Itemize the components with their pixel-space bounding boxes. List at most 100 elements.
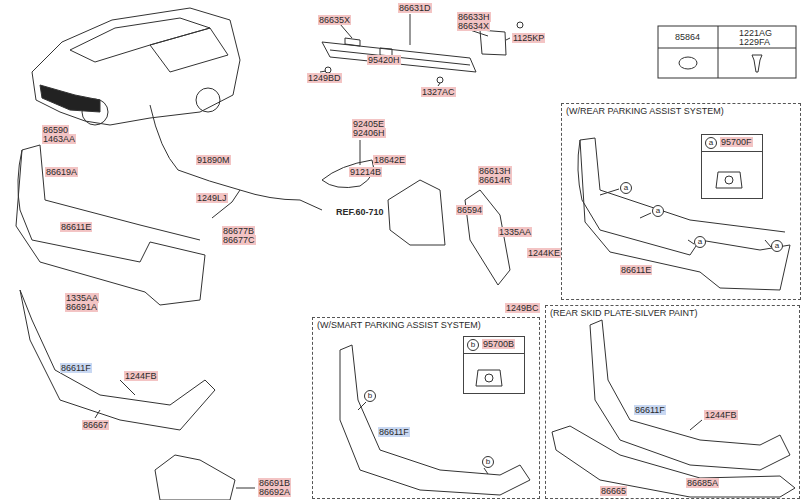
table-frame [658,26,796,78]
callout-number: 86665 [600,486,627,496]
callout-number: 86594 [456,205,483,215]
option-panel: (W/SMART PARKING ASSIST SYSTEM)b95700B [312,317,540,499]
reference-letter: a [705,137,717,149]
bumper-edge [580,138,785,232]
table [658,26,796,78]
box-header: b95700B [464,337,524,354]
callout-number: 1244KE [527,248,561,258]
lower-cover [20,290,215,430]
sensor-symbol [716,172,742,188]
car-body [32,8,240,125]
callout-number: 1229FA [738,37,771,47]
callout-number: 86667 [82,420,109,430]
callout-number: 1335AA [498,227,532,237]
callout-number: 86685A [686,478,719,488]
rear-beam [322,42,476,72]
callout-number: 1249BC [505,303,540,313]
leader-line [236,488,255,489]
callout-number: 91214B [349,167,382,177]
leader-line [320,71,326,72]
part-box: b95700B [463,336,525,394]
callout-number: 86611E [60,222,92,232]
car-window [150,28,228,72]
callout-number: 1244FB [124,371,158,381]
bumper-cover [16,150,205,305]
panel-heading: (REAR SKID PLATE-SILVER PAINT) [550,308,698,319]
car-wheel [196,88,220,112]
reference-letter: b [482,456,494,468]
leader-line [438,83,440,86]
callout-number: 1125KP [512,33,545,43]
leader-line [410,14,411,45]
table-rule [718,26,719,78]
callout-number: 86611E [620,265,652,275]
callout-number: 86611F [378,427,410,437]
reference-letter: a [694,236,706,248]
option-panel: (REAR SKID PLATE-SILVER PAINT) [545,305,800,499]
beam-rib [330,50,470,65]
leader-line [120,380,135,395]
leader-line [484,468,488,474]
callout-number: 95700F [720,137,753,147]
callout-number: 91890M [196,155,231,165]
plug-symbol [679,57,697,69]
panel-heading: (W/SMART PARKING ASSIST SYSTEM) [317,320,481,331]
leader-line [690,420,702,430]
callout-number: 1249LJ [196,193,228,203]
panel-heading: (W/REAR PARKING ASSIST SYSTEM) [566,106,724,117]
callout-number: 86619A [45,167,78,177]
leader-line [506,38,510,40]
lower-cover [590,320,790,470]
callout-number: 86631D [398,3,432,13]
lower-cover [340,345,530,495]
reference-note: REF.60-710 [335,207,385,217]
sensor-symbol [725,176,733,184]
callout-number: 1249BD [307,73,342,83]
beam-bracket [480,30,506,55]
sensor-symbol [476,370,502,386]
callout-number: 1463AA [42,134,76,144]
reference-letter: a [620,182,632,194]
car-bumper-highlight [40,85,100,112]
skid-plate [552,426,795,497]
callout-number: 85864 [674,32,701,42]
callout-number: 86611F [60,363,92,373]
box-header: a95700F [702,135,762,152]
option-panel: (W/REAR PARKING ASSIST SYSTEM)a95700F [561,103,801,300]
reference-letter: b [467,339,479,351]
leader-line [600,189,619,195]
leader-line [640,213,651,218]
reference-letter: a [771,240,783,252]
part-box: a95700F [701,134,763,199]
reference-letter: a [652,205,664,217]
callout-number: 1327AC [421,87,456,97]
bolt [517,22,523,28]
callout-number: 1244FB [704,410,738,420]
callout-number: 86614R [478,175,512,185]
callout-number: 86677C [222,235,256,245]
bolt-symbol [752,55,762,72]
callout-number: 92406H [352,128,386,138]
bumper-parts [16,105,510,500]
bumper-edge [22,145,200,240]
leader-line [340,24,352,38]
car-sketch [32,8,240,125]
callout-number: 86692A [258,487,291,497]
callout-number: 86635X [318,15,351,25]
clip [345,38,360,46]
leader-line [360,140,361,165]
callout-number: 86691A [65,302,98,312]
callout-number: 86611F [634,405,666,415]
car-window [70,18,210,62]
wiring-harness [150,105,322,210]
leader-line [358,402,366,410]
sensor-symbol [485,374,493,382]
callout-number: 95700B [482,339,515,349]
callout-number: 18642E [373,155,406,165]
callout-number: 95420H [367,55,401,65]
table-rule [658,48,796,49]
bumper-cover [578,140,790,290]
callout-number: 86634X [457,21,490,31]
